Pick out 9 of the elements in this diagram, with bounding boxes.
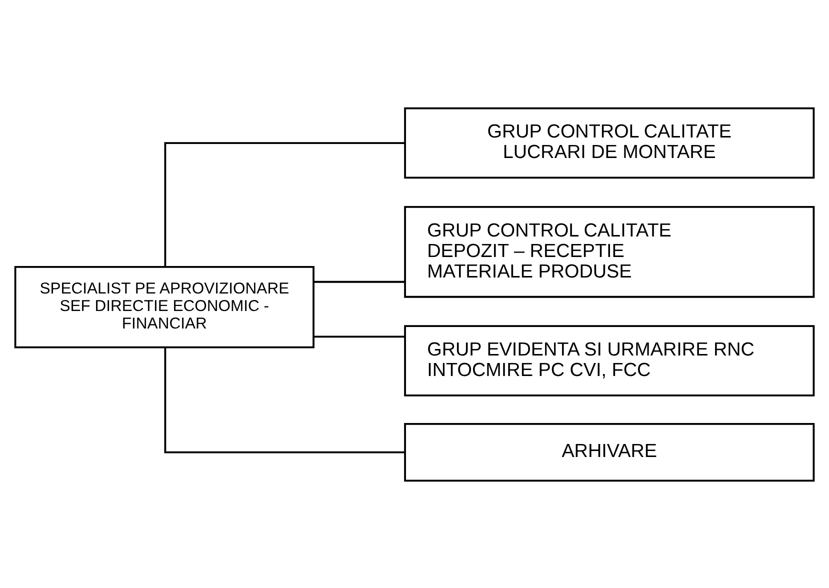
node-box: GRUP CONTROL CALITATE DEPOZIT – RECEPTIE MATERIALE PRODUSE [404, 205, 815, 298]
connector [164, 142, 405, 266]
node-box: GRUP CONTROL CALITATE LUCRARI DE MONTARE [404, 106, 815, 178]
node-box: GRUP EVIDENTA SI URMARIRE RNC INTOCMIRE PC CVI, FCC [404, 324, 815, 396]
connector [314, 335, 405, 338]
connector [314, 280, 405, 282]
node-box: ARHIVARE [404, 422, 815, 482]
connector [164, 347, 405, 453]
node-box: SPECIALIST PE APROVIZIONARE SEF DIRECTIE ECONOMIC - FINANCIAR [14, 265, 314, 348]
